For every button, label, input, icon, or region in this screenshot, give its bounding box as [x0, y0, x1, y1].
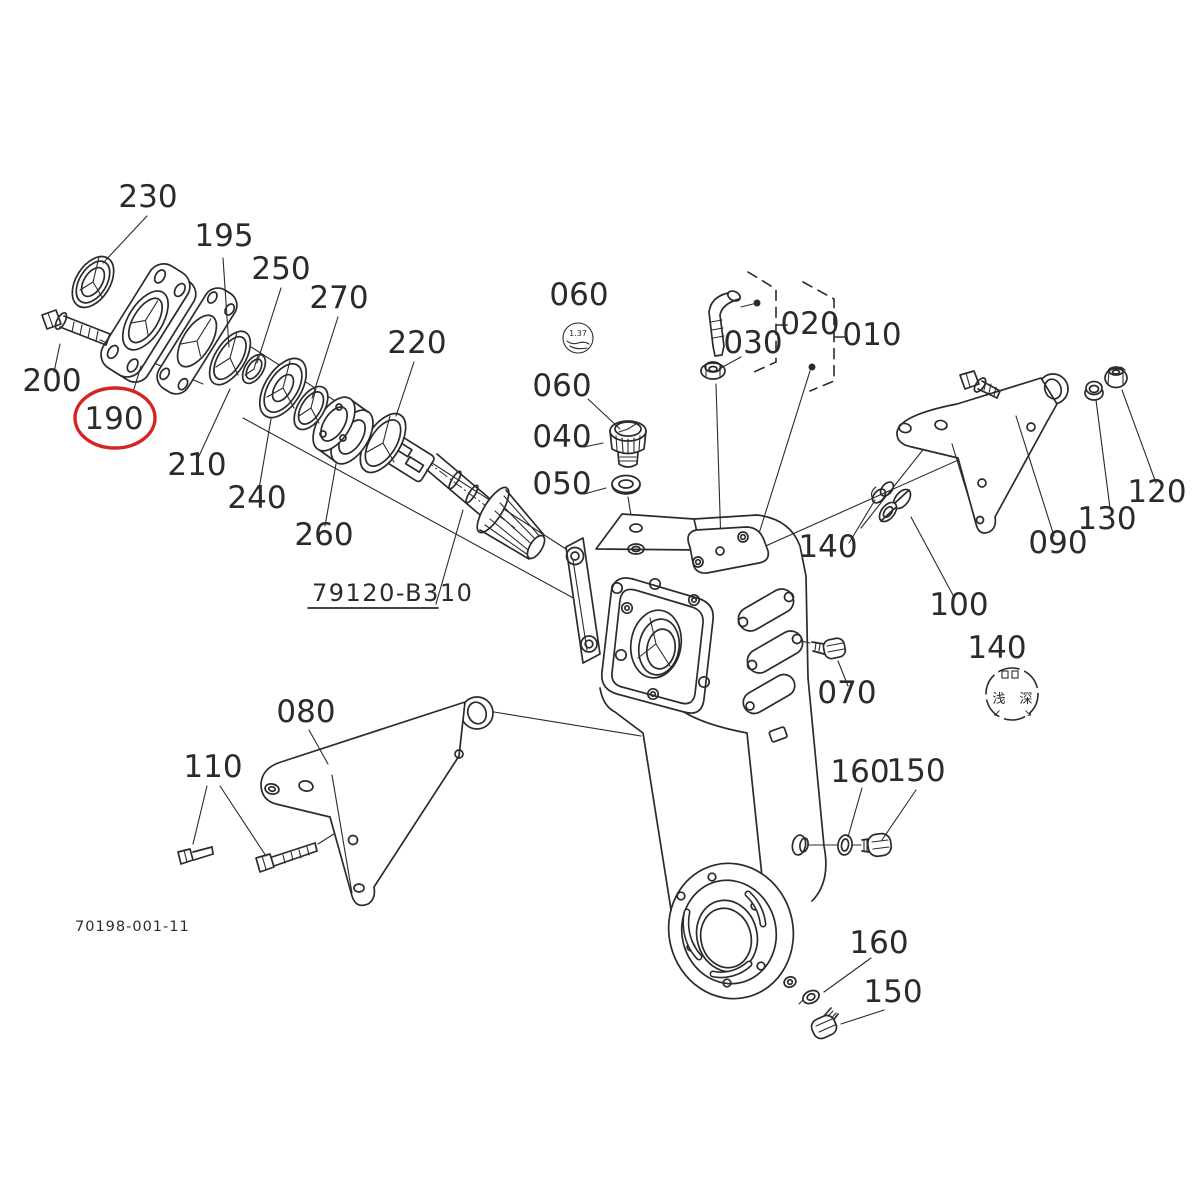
stamp-140: 浅 深 ↙ ↘: [985, 667, 1039, 721]
part-110-bolts: [177, 842, 318, 873]
group-bracket-010: [802, 281, 848, 392]
right-bracket-bolt: [959, 370, 1001, 399]
callout-270: 270: [309, 280, 368, 316]
part-210-shim: [208, 330, 252, 386]
part-220-ring: [359, 412, 407, 474]
callout-060-stamp: 060: [549, 277, 608, 313]
callout-110: 110: [183, 749, 242, 785]
callout-160-lower: 160: [849, 925, 908, 961]
callout-050: 050: [532, 466, 591, 502]
callout-260: 260: [294, 517, 353, 553]
callout-080: 080: [276, 694, 335, 730]
callout-150-upper: 150: [886, 753, 945, 789]
housing-left-flange: [565, 537, 601, 664]
callout-010: 010: [842, 317, 901, 353]
part-250-shim: [241, 353, 267, 385]
callout-250: 250: [251, 251, 310, 287]
part-240-bearing: [258, 357, 308, 419]
callout-090: 090: [1028, 525, 1087, 561]
housing-ribs: [737, 588, 804, 715]
part-020-breather-pipe: [708, 290, 761, 357]
callout-010-dot: [808, 363, 816, 371]
highlight-circle-190: [73, 386, 157, 450]
callout-190: 190: [84, 401, 143, 437]
part-070-plug: [800, 637, 847, 660]
housing-mount-tab-lower: [783, 976, 797, 988]
part-120-nut: [1104, 366, 1128, 389]
housing-rear-plate: [595, 513, 702, 551]
part-190-bearing-case: [100, 263, 197, 383]
part-79120-shaft: [378, 431, 546, 560]
part-030-nut: [700, 361, 726, 380]
stamp-140-left-kanji: 浅: [992, 692, 1005, 707]
stamp-060-text: 1.37: [569, 329, 587, 338]
callout-195: 195: [194, 218, 253, 254]
callout-140-clip: 140: [798, 529, 857, 565]
housing-top-pad: [687, 526, 770, 574]
callout-060: 060: [532, 368, 591, 404]
callout-030: 030: [723, 325, 782, 361]
part-150-bolt-lower: [810, 1007, 839, 1040]
callout-070: 070: [817, 675, 876, 711]
stamp-140-arrow-left: ↙: [993, 708, 1001, 719]
part-270-cage: [293, 385, 329, 431]
housing-bottom-ring: [667, 862, 795, 1000]
stamp-140-arrow-right: ↘: [1024, 708, 1032, 719]
part-200-bolt: [41, 309, 111, 346]
callout-150-lower: 150: [863, 974, 922, 1010]
shaft-part-number: 79120-B310: [307, 579, 473, 609]
part-130-washer: [1084, 380, 1104, 401]
part-100-spacer: [878, 488, 912, 523]
callout-130: 130: [1077, 501, 1136, 537]
group-bracket-020: [747, 271, 788, 373]
housing-body-edge: [693, 514, 809, 679]
part-160-washer-upper: [807, 834, 853, 856]
housing-mount-tab-upper: [791, 834, 809, 856]
right-bracket: [896, 370, 1069, 534]
callout-100: 100: [929, 587, 988, 623]
part-160-washer-lower: [798, 989, 820, 1005]
shaft-part-number-text: 79120-B310: [312, 579, 473, 607]
part-150-bolt-upper: [851, 832, 893, 858]
callout-210: 210: [167, 447, 226, 483]
part-230-seal: [71, 255, 115, 309]
callout-140-stamp: 140: [967, 630, 1026, 666]
callout-220: 220: [387, 325, 446, 361]
part-195-gasket: [156, 287, 238, 395]
housing-leg: [599, 687, 788, 935]
stamp-060: 1.37: [562, 322, 594, 354]
callout-020: 020: [780, 306, 839, 342]
callout-200: 200: [22, 363, 81, 399]
callout-040: 040: [532, 419, 591, 455]
gearcase-housing: [565, 513, 827, 1000]
leader-lines: [53, 215, 1157, 1025]
stamp-140-right-kanji: 深: [1019, 692, 1032, 707]
drawing-code: 70198-001-11: [75, 919, 190, 935]
callouts: 230 195 250 270 220 200 190 210 240 260 …: [22, 179, 1186, 1010]
part-040-breather-cap: [609, 420, 647, 468]
callout-230: 230: [118, 179, 177, 215]
callout-160-upper: 160: [830, 754, 889, 790]
left-bracket: [260, 696, 494, 907]
housing-face-plate: [600, 577, 715, 714]
part-050-seal-washer: [611, 474, 641, 495]
callout-240: 240: [227, 480, 286, 516]
callout-120: 120: [1127, 474, 1186, 510]
